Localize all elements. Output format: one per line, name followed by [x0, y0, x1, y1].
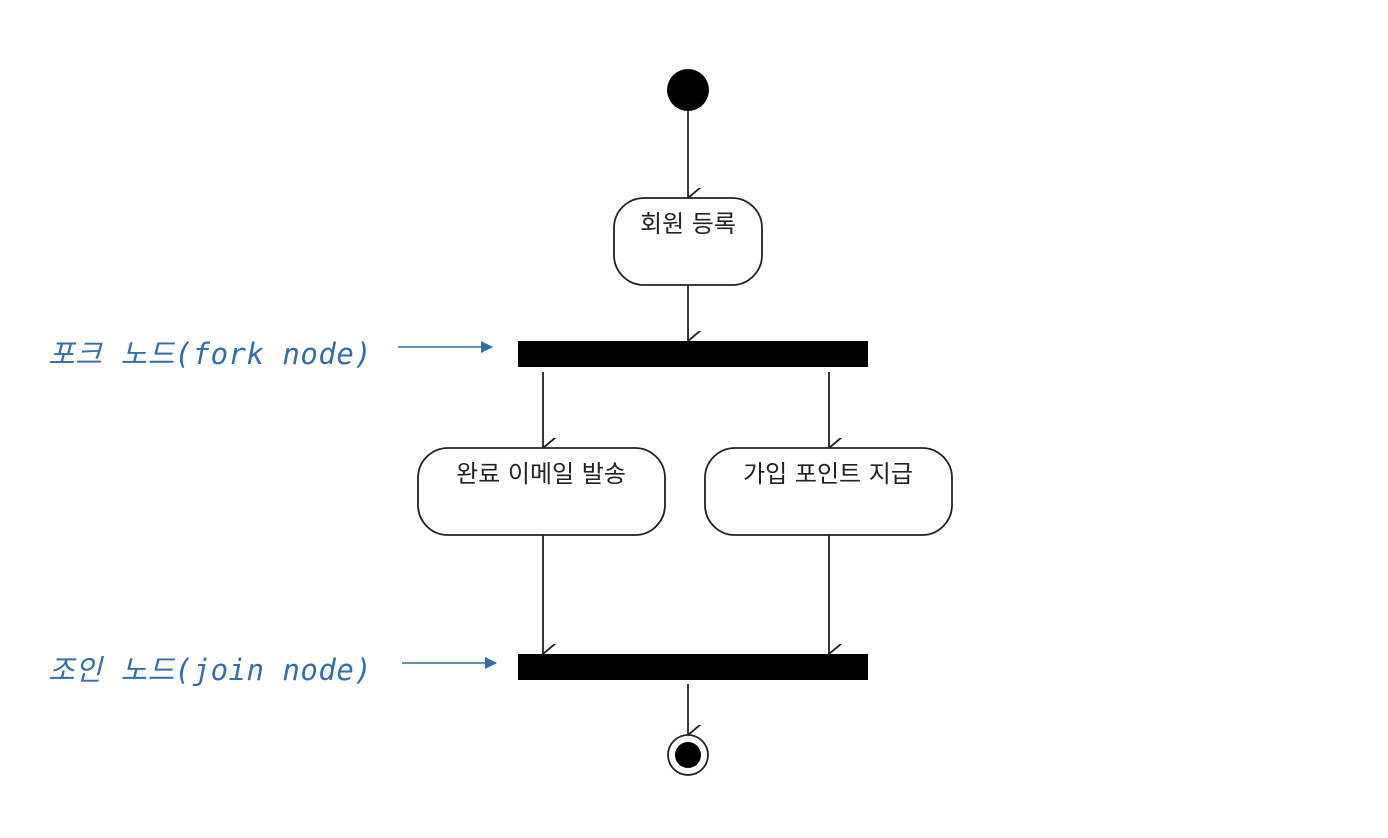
action-register-box	[613, 197, 763, 286]
action-give-points-label: 가입 포인트 지급	[743, 460, 913, 488]
join-annotation-label: 조인 노드(join node)	[48, 653, 372, 687]
final-node-dot	[675, 742, 701, 768]
action-send-email: 완료 이메일 발송	[417, 447, 666, 536]
action-register: 회원 등록	[613, 197, 763, 286]
fork-annotation: 포크 노드(fork node)	[48, 337, 493, 371]
final-node	[667, 734, 709, 776]
join-node	[518, 654, 868, 680]
action-send-email-box	[417, 447, 666, 536]
fork-annotation-label: 포크 노드(fork node)	[48, 337, 372, 371]
join-annotation: 조인 노드(join node)	[48, 653, 497, 687]
action-register-label: 회원 등록	[640, 210, 736, 238]
action-send-email-label: 완료 이메일 발송	[456, 460, 626, 488]
fork-node	[518, 341, 868, 367]
action-give-points: 가입 포인트 지급	[704, 447, 953, 536]
flow-edges	[543, 110, 829, 735]
initial-node	[667, 69, 709, 111]
action-give-points-box	[704, 447, 953, 536]
